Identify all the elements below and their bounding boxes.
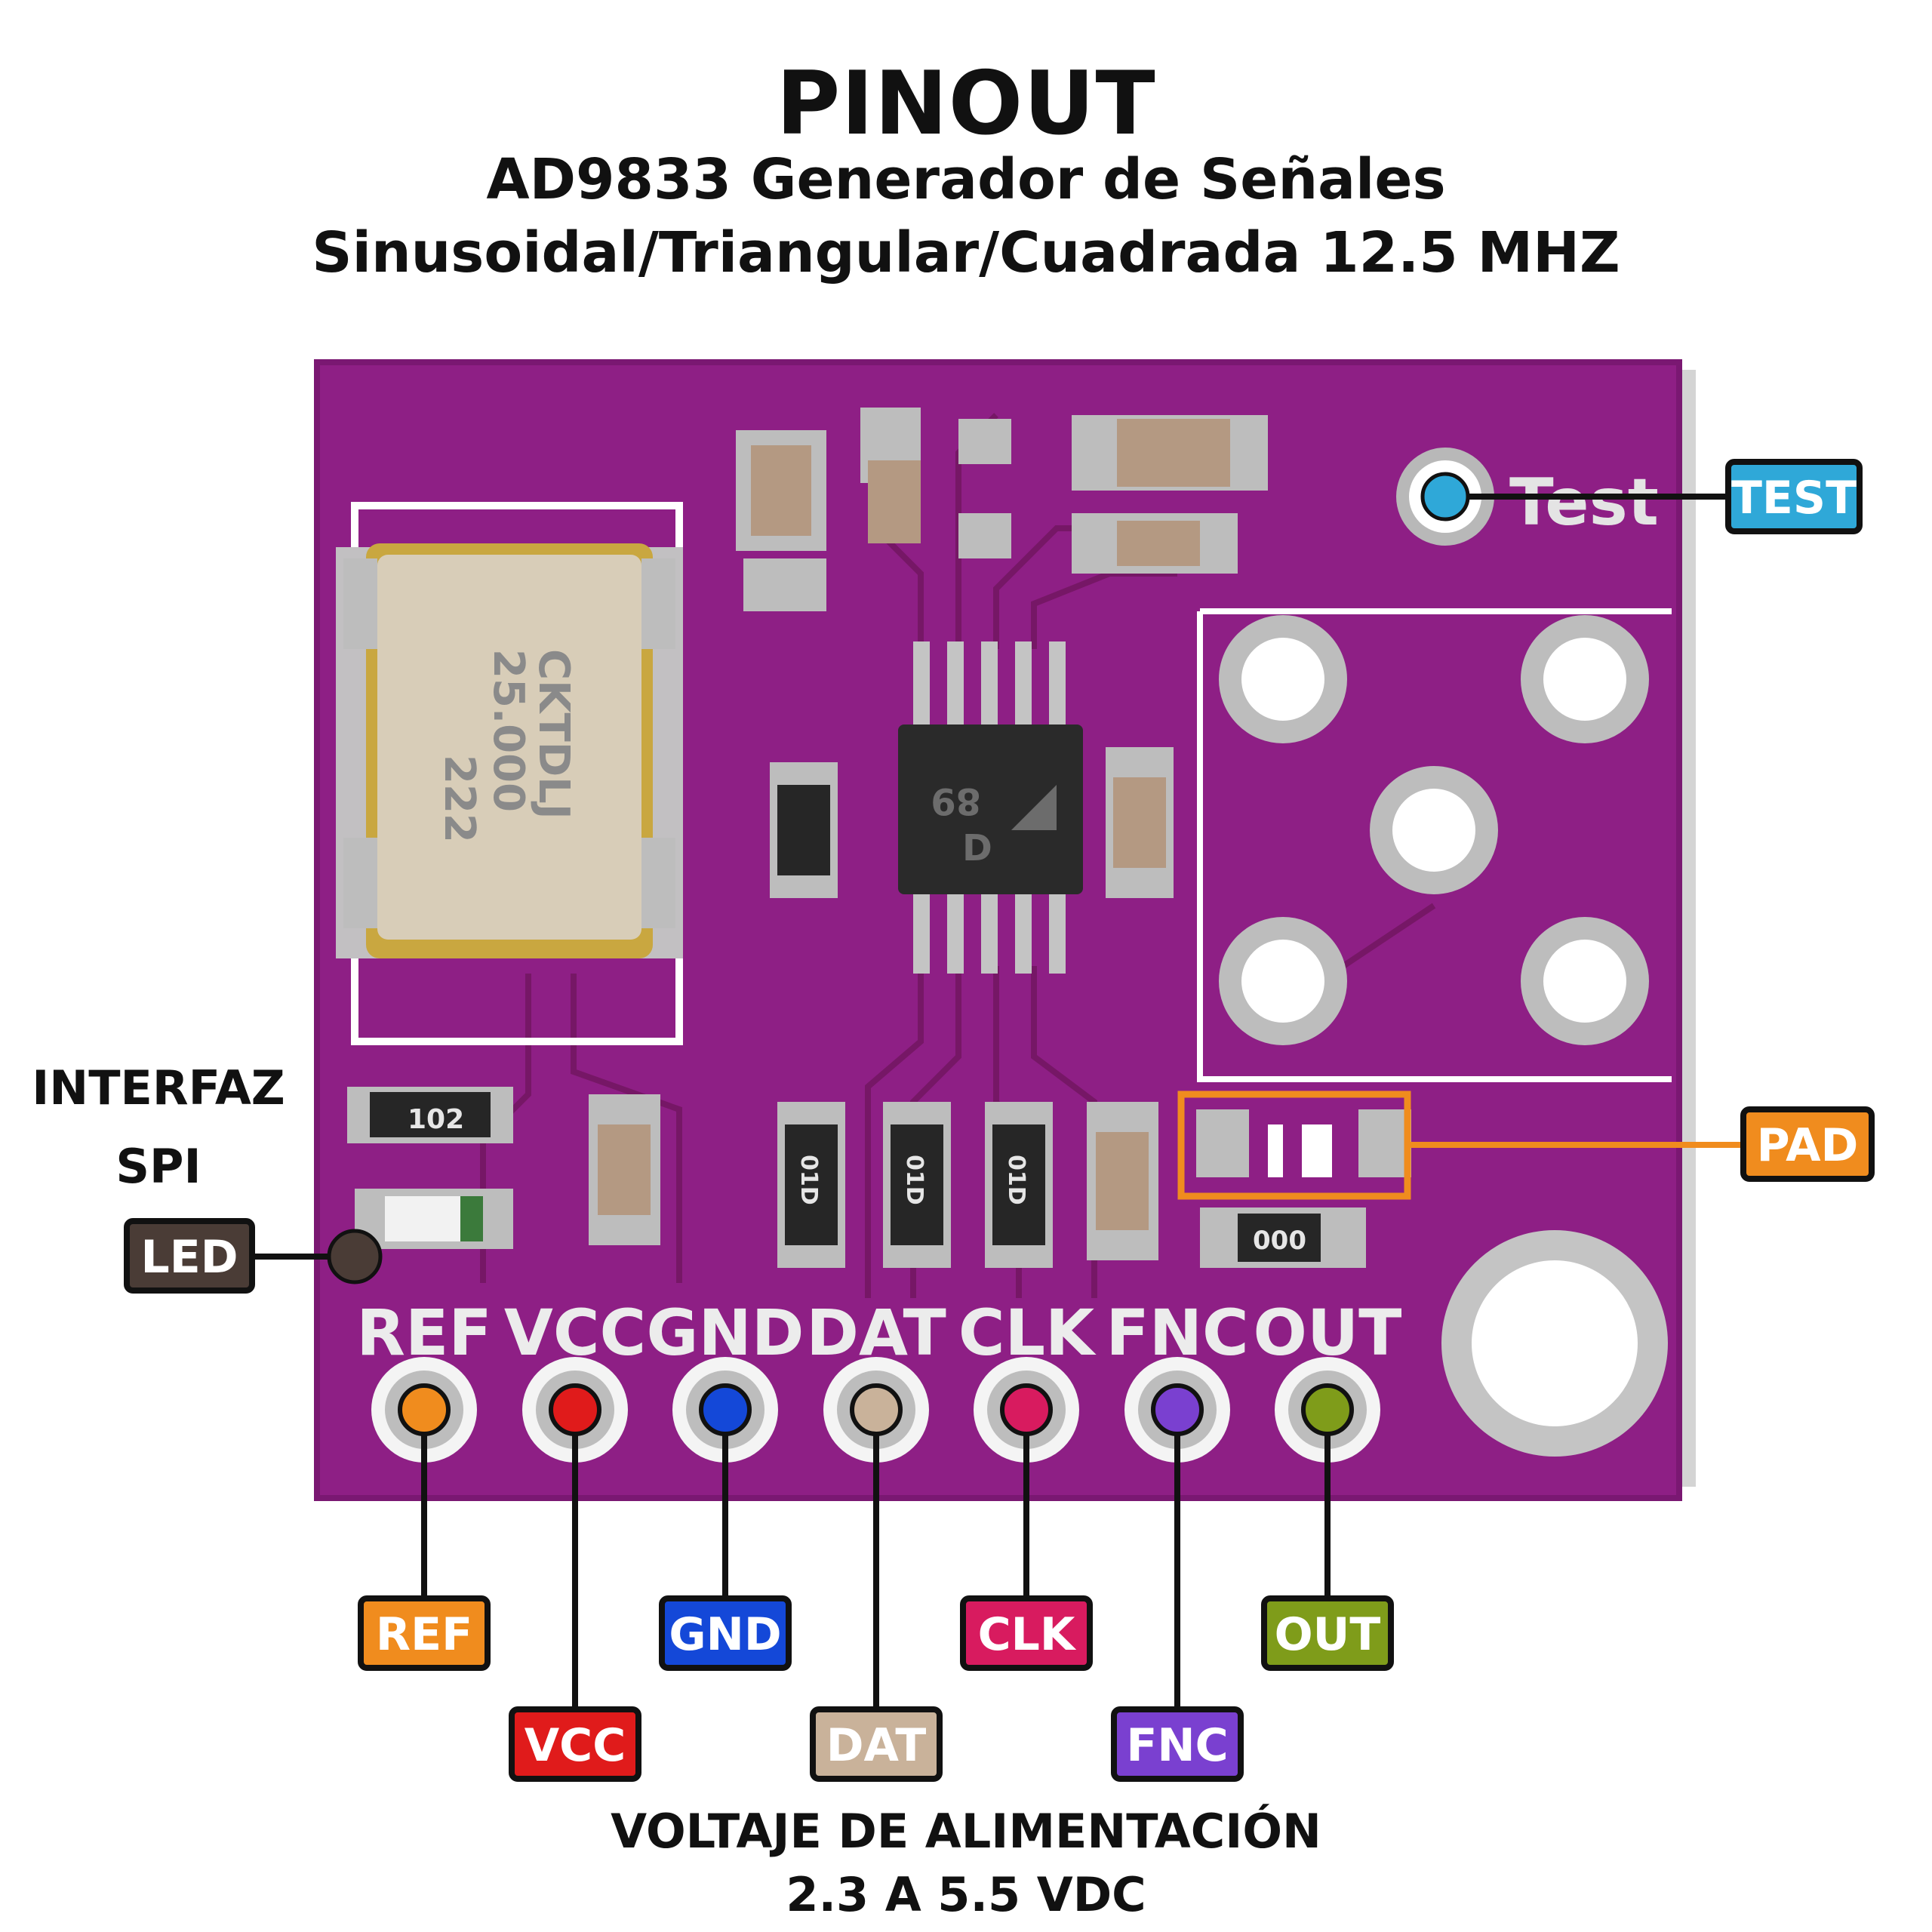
led-dot (327, 1229, 383, 1284)
test-callout-label: TEST (1731, 472, 1857, 525)
led-callout (124, 1218, 255, 1294)
pin-label-box-dat (810, 1706, 943, 1782)
pin-dot-vcc (549, 1383, 601, 1436)
pad-footprint (1197, 608, 1672, 1457)
pin-label-fnc: FNC (1126, 1719, 1228, 1772)
pin-label-gnd: GND (669, 1608, 781, 1661)
pad-callout (1740, 1106, 1875, 1182)
pin-label-vcc: VCC (525, 1719, 626, 1772)
test-callout (1725, 459, 1863, 534)
subtitle-line-2: Sinusoidal/Triangular/Cuadrada 12.5 MHZ (312, 220, 1620, 285)
silk-test-label: Test (1509, 465, 1659, 540)
footer-line-1: VOLTAJE DE ALIMENTACIÓN (611, 1804, 1321, 1859)
resistor-code: 01D (795, 1155, 822, 1205)
pin-dot-out (1301, 1383, 1354, 1436)
chip-marking-2: D (962, 827, 992, 869)
pin-label-box-fnc (1111, 1706, 1244, 1782)
supply-voltage-note: VOLTAJE DE ALIMENTACIÓN 2.3 A 5.5 VDC (0, 1800, 1932, 1927)
top-components (736, 408, 1268, 611)
pin-dot-gnd (699, 1383, 752, 1436)
pin-label-clk: CLK (978, 1608, 1077, 1661)
subtitle-line-1: AD9833 Generador de Señales (486, 147, 1446, 212)
pin-dot-dat (850, 1383, 903, 1436)
test-pin-dot (1420, 472, 1470, 521)
pin-label-box-out (1261, 1595, 1394, 1671)
ad9833-chip: 89 D (898, 641, 1083, 974)
footer-line-2: 2.3 A 5.5 VDC (786, 1867, 1146, 1922)
resistor-code: 000 (1253, 1226, 1306, 1256)
crystal-marking-2: 25.000 (484, 649, 533, 812)
pin-label-box-vcc (509, 1706, 641, 1782)
resistor-code: 01D (901, 1155, 928, 1205)
mounting-hole (1441, 1230, 1668, 1457)
crystal-marking-3: 222 (435, 755, 484, 843)
pad-callout-label: PAD (1757, 1119, 1859, 1172)
led-callout-label: LED (140, 1231, 238, 1284)
pin-label-out: OUT (1275, 1608, 1381, 1661)
crystal-marking-1: CKTDLJ (529, 649, 578, 820)
pin-label-box-clk (960, 1595, 1093, 1671)
pin-label-dat: DAT (826, 1719, 927, 1772)
resistor-code: 01D (1003, 1155, 1029, 1205)
pin-label-box-gnd (659, 1595, 792, 1671)
resistor-code: 102 (408, 1104, 464, 1135)
pin-dot-ref (398, 1383, 451, 1436)
resistor-row: 102 01D 01D 01D 000 (347, 1087, 1411, 1268)
pin-header: REFREFVCCVCCGNDGNDDATDATCLKCLKFNCFNCOUTO… (356, 1296, 1401, 1782)
interface-note: INTERFAZ SPI (30, 1049, 287, 1206)
pin-label-ref: REF (376, 1608, 472, 1661)
pin-dot-clk (1000, 1383, 1053, 1436)
chip-marking-1: 89 (931, 780, 981, 822)
crystal-oscillator: CKTDLJ 25.000 222 (336, 502, 683, 1045)
mid-components (770, 747, 1174, 898)
pin-label-box-ref (358, 1595, 491, 1671)
page-title: PINOUT (776, 53, 1156, 155)
pin-dot-fnc (1151, 1383, 1204, 1436)
interface-note-line-2: SPI (115, 1139, 202, 1194)
interface-note-line-1: INTERFAZ (32, 1060, 285, 1115)
